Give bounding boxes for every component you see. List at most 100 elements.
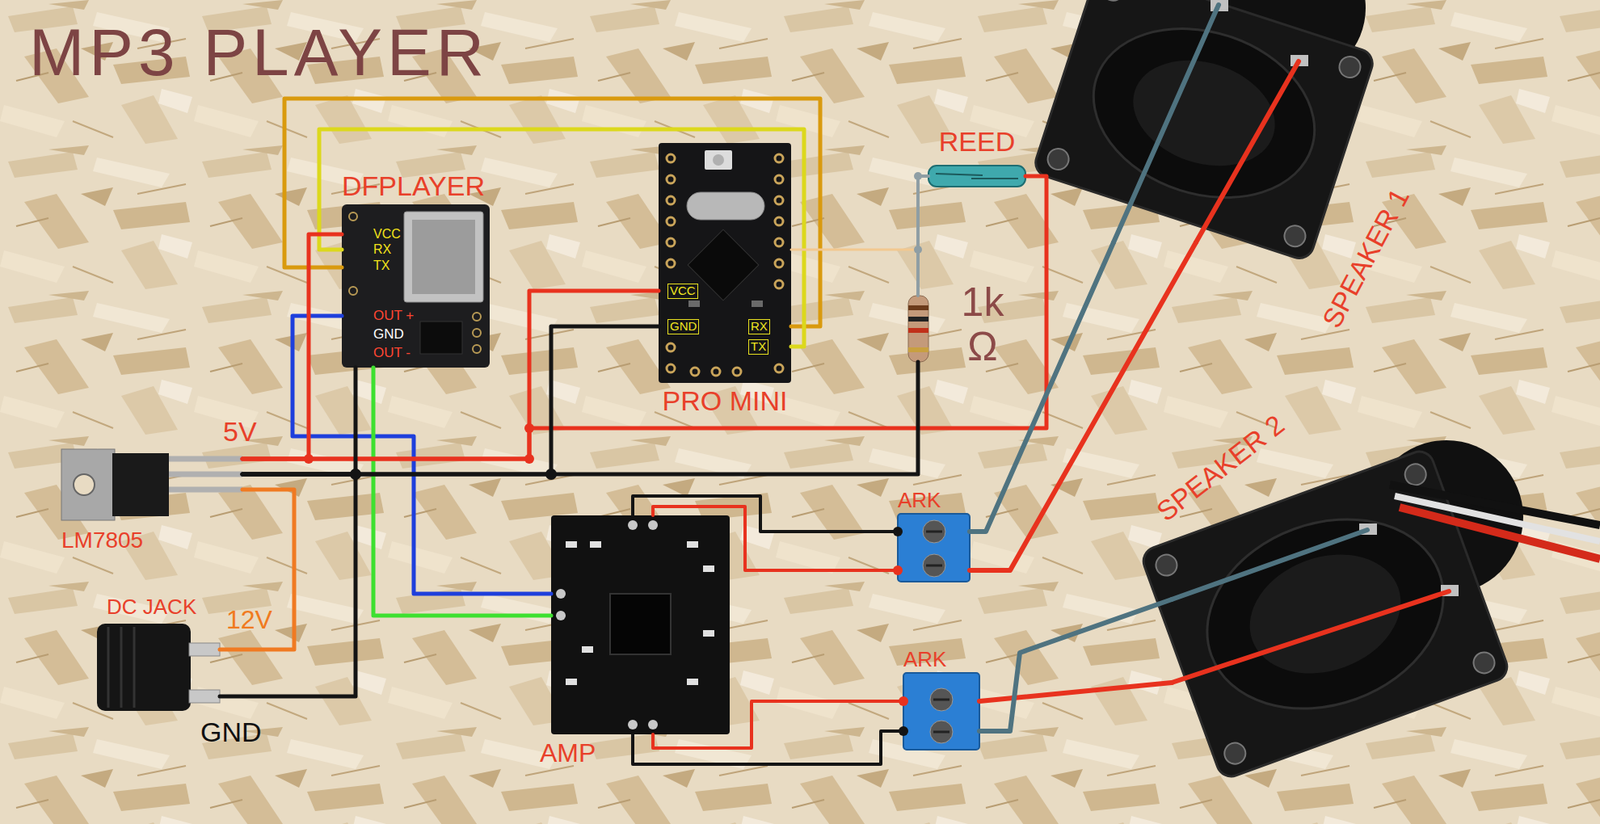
terminal-block: ARK [897,513,970,582]
junction-dot [524,454,535,464]
amplifier-illustration [555,520,658,730]
junction-dot [349,468,362,480]
dfplayer-illustration [420,321,463,354]
junction-dot [913,245,923,254]
amplifier-illustration [555,589,566,599]
wire [319,129,805,347]
reed-switch-illustration [935,173,983,176]
amplifier-illustration [589,541,602,548]
amplifier-illustration [627,720,638,730]
regulator-illustration [168,456,243,463]
regulator-illustration [112,453,169,517]
part-label: DC JACK [106,595,197,619]
pin-name: RX [748,319,771,335]
pin-name: VCC [667,283,699,299]
terminal-block-illustration [930,720,953,744]
junction-dot [892,565,903,576]
wire [242,367,356,475]
pro-mini-illustration [774,217,784,226]
terminal-block-illustration [930,688,953,712]
amplifier-illustration [627,520,638,531]
amplifier-illustration [686,541,699,548]
wire [219,474,356,697]
speaker-illustration [1221,740,1249,767]
part-label: 1k Ω [950,280,1015,370]
junction-dot [524,423,535,434]
reed-switch-illustration [971,177,1019,180]
resistor-symbol: 1k Ω [908,295,929,363]
wire [979,682,1172,702]
resistor-illustration [908,295,929,363]
terminal-block-illustration [922,554,946,577]
voltage-regulator: LM7805 [61,449,243,521]
pro-mini-illustration [688,300,700,308]
junction-dot [892,526,903,537]
speaker-illustration [1119,42,1289,184]
dfplayer-illustration [472,345,481,354]
speaker-illustration [1336,54,1364,81]
wire [242,234,342,459]
terminal-block-illustration [926,564,943,568]
wire [791,176,929,250]
reed-switch-illustration [928,165,1026,187]
part-label: LM7805 [61,528,144,554]
pro-mini-illustration [687,229,759,301]
wire [292,315,552,594]
wire [242,290,659,459]
resistor-illustration [908,295,929,363]
wire [632,731,904,765]
amplifier-illustration [565,541,715,686]
terminal-block-illustration [926,530,943,534]
wire [242,176,1047,459]
amplifier-illustration [581,646,594,653]
resistor-illustration [908,347,929,353]
dfplayer-illustration [412,219,476,295]
amplifier-illustration [555,610,566,621]
part-label: AMP [539,739,596,768]
dfplayer-illustration [341,204,490,368]
wire [632,496,898,532]
part-label: PRO MINI [662,386,788,417]
pro-mini-illustration [690,367,699,376]
reed-switch: REED [928,163,1026,190]
signal-label: 5V [223,416,257,447]
pro-mini-illustration [666,154,784,376]
pro-mini-illustration [686,192,765,220]
pro-mini-illustration [666,238,675,247]
pro-mini-illustration [658,143,792,384]
pro-mini-illustration [704,150,733,170]
terminal-block-illustration [903,673,980,750]
part-label: DFPLAYER [341,171,485,202]
resistor-illustration [908,305,929,311]
amplifier-board: AMP [551,515,730,735]
resistor-illustration [908,316,929,322]
regulator-illustration [61,449,243,521]
signal-label: 12V [226,606,273,635]
wire [373,367,552,616]
dc-jack-illustration [107,627,110,708]
wire [219,489,295,650]
pro-mini-illustration [774,259,784,268]
pro-mini-illustration [712,154,725,166]
regulator-illustration [61,449,115,521]
amplifier-illustration [565,541,577,548]
dc-jack-illustration [189,690,220,704]
pro-mini-illustration [666,259,675,268]
speaker-illustration [1281,223,1309,250]
terminal-block-illustration [933,698,950,702]
speaker-illustration [1180,487,1471,741]
dfplayer-module: DFPLAYER [341,204,490,368]
speaker-illustration [1171,530,1368,600]
junction-dot [898,696,909,707]
dfplayer-illustration [472,312,481,321]
speaker-illustration [1031,0,1377,262]
dfplayer-illustration [349,212,358,221]
pro-mini-illustration [774,238,784,247]
part-label: SPEAKER 1 [1316,184,1415,333]
pro-mini-illustration [658,143,792,384]
dfplayer-illustration [341,204,490,368]
dfplayer-illustration [349,286,358,295]
